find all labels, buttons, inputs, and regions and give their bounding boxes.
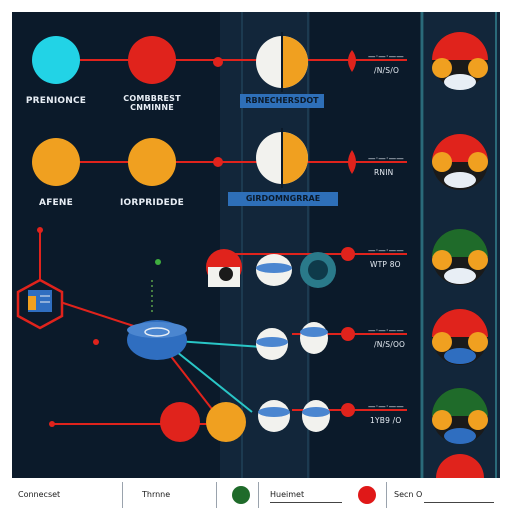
right-label-value: 1YB9 /O (370, 416, 402, 425)
node-orange[interactable] (206, 402, 246, 442)
node-red[interactable] (128, 36, 176, 84)
node-junction-dot (213, 57, 223, 67)
avatar-1[interactable] (432, 32, 488, 90)
node-red-point[interactable] (341, 247, 355, 261)
node-junction-dot (213, 157, 223, 167)
avatar-4[interactable] (432, 309, 488, 365)
node-database-band (258, 407, 290, 417)
right-label-title: —·—·—— (368, 154, 404, 163)
node-red-drop[interactable] (348, 150, 356, 174)
legend-separator (386, 482, 387, 508)
right-label-title: —·—·—— (368, 326, 404, 335)
avatar-3[interactable] (432, 229, 488, 285)
legend-separator (216, 482, 217, 508)
node-red-drop[interactable] (348, 50, 356, 72)
dot-green (155, 259, 161, 265)
avatar-6-partial[interactable] (436, 454, 484, 478)
hub-database-ring (144, 327, 170, 337)
legend-underline (270, 502, 342, 503)
legend-red-dot (358, 486, 376, 504)
label-mid-left: AFENE (39, 198, 73, 208)
avatar-2[interactable] (432, 134, 488, 190)
legend-separator (258, 482, 259, 508)
node-red-point[interactable] (341, 403, 355, 417)
legend-green-dot (232, 486, 250, 504)
tag-mid: GIRDOMNGRRAE (228, 192, 338, 206)
right-label-title: —·—·—— (368, 246, 404, 255)
right-label-title: —·—·—— (368, 402, 404, 411)
node-center-dot (219, 267, 233, 281)
node-cyan[interactable] (32, 36, 80, 84)
legend-separator (122, 482, 123, 508)
node-database-band (300, 327, 328, 337)
tag-top: RBNECHERSDOT (240, 94, 324, 108)
node-teal-inner (308, 260, 328, 280)
right-label-title: —·—·—— (368, 52, 404, 61)
legend-bar: Connecset Thrnne Hueimet Secn O (12, 480, 500, 510)
right-label-value: WTP 8O (370, 260, 401, 269)
node-red[interactable] (160, 402, 200, 442)
node-database-band (256, 263, 292, 273)
legend-item-3: Hueimet (270, 490, 305, 499)
dot-red (37, 227, 43, 233)
node-database-band (302, 407, 330, 417)
node-orange[interactable] (32, 138, 80, 186)
right-label-value: RNIN (374, 168, 394, 177)
node-red-point[interactable] (341, 327, 355, 341)
node-database-band (256, 337, 288, 347)
legend-item-1: Connecset (18, 490, 61, 499)
legend-item-4: Secn O (394, 490, 423, 499)
server-icon-accent (28, 296, 36, 310)
label-top-left: PRENIONCE (25, 96, 87, 106)
legend-underline (424, 502, 494, 503)
node-orange-half (282, 36, 308, 88)
hub-database-top (127, 322, 187, 338)
right-label-value: /N/S/O (374, 66, 400, 75)
panel-column-left (220, 12, 310, 478)
node-orange-half (282, 132, 308, 184)
diagram-board: PRENIONCE COMBBREST CNMINNE AFENE IORPRI… (12, 12, 500, 478)
label-top-mid: COMBBREST CNMINNE (123, 94, 181, 112)
avatar-5[interactable] (432, 388, 488, 444)
dot-red (93, 339, 99, 345)
diagram-svg (16, 12, 500, 478)
right-label-value: /N/S/OO (374, 340, 406, 349)
node-database[interactable] (300, 322, 328, 354)
label-mid-mid: IORPRIDEDE (119, 198, 185, 208)
legend-item-2: Thrnne (142, 490, 171, 499)
dot-red (49, 421, 55, 427)
node-orange[interactable] (128, 138, 176, 186)
